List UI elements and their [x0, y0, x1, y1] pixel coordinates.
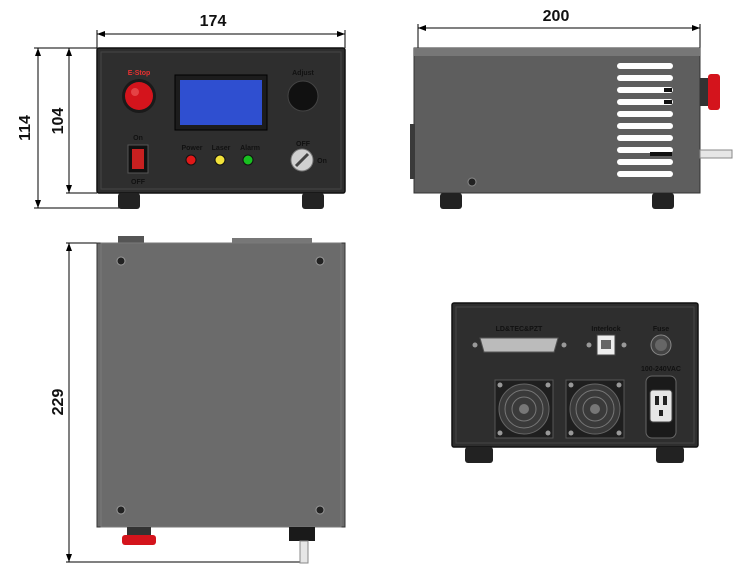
lcd-display — [180, 80, 262, 125]
rear-fan-right — [565, 379, 625, 439]
rear-fan-left — [494, 379, 554, 439]
side-case — [413, 47, 701, 194]
top-case — [96, 242, 346, 528]
top-depth-label: 229 — [50, 389, 67, 416]
adjust-label: Adjust — [292, 70, 314, 77]
estop-button[interactable] — [125, 82, 153, 110]
db-connector[interactable] — [479, 337, 559, 353]
rear-view: LD&TEC&PZT Interlock Fuse 100-240VAC — [451, 302, 699, 463]
top-view: 229 — [50, 236, 346, 564]
connector-label: LD&TEC&PZT — [496, 326, 543, 333]
led-label-power: Power — [181, 145, 202, 152]
side-view: 200 — [410, 8, 733, 209]
adjust-knob[interactable] — [287, 80, 319, 112]
led-laser — [214, 154, 226, 166]
side-depth-label: 200 — [543, 8, 570, 25]
side-vent-grille — [617, 63, 673, 177]
power-switch[interactable] — [132, 149, 144, 169]
led-label-alarm: Alarm — [240, 145, 260, 152]
front-foot-right — [302, 193, 324, 209]
front-view: 174 114 104 E-Stop Adjust On O — [17, 13, 346, 209]
rear-foot-left — [465, 447, 493, 463]
front-foot-left — [118, 193, 140, 209]
power-input-label: 100-240VAC — [641, 366, 681, 373]
side-foot-left — [440, 193, 462, 209]
led-power — [185, 154, 197, 166]
power-switch-off-label: OFF — [131, 179, 146, 186]
rear-foot-right — [656, 447, 684, 463]
front-height-body-label: 104 — [50, 108, 67, 135]
key-on-label: On — [317, 158, 327, 165]
fuse-label: Fuse — [653, 326, 669, 333]
interlock-label: Interlock — [591, 326, 620, 333]
led-label-laser: Laser — [212, 145, 231, 152]
front-height-total-label: 114 — [17, 115, 34, 141]
estop-label: E-Stop — [128, 70, 151, 77]
power-switch-on-label: On — [133, 135, 143, 142]
led-alarm — [242, 154, 254, 166]
key-off-label: OFF — [296, 141, 311, 148]
top-estop — [122, 535, 156, 545]
side-estop — [708, 74, 720, 110]
front-width-label: 174 — [200, 13, 227, 30]
side-foot-right — [652, 193, 674, 209]
ac-power-socket[interactable] — [649, 389, 673, 423]
